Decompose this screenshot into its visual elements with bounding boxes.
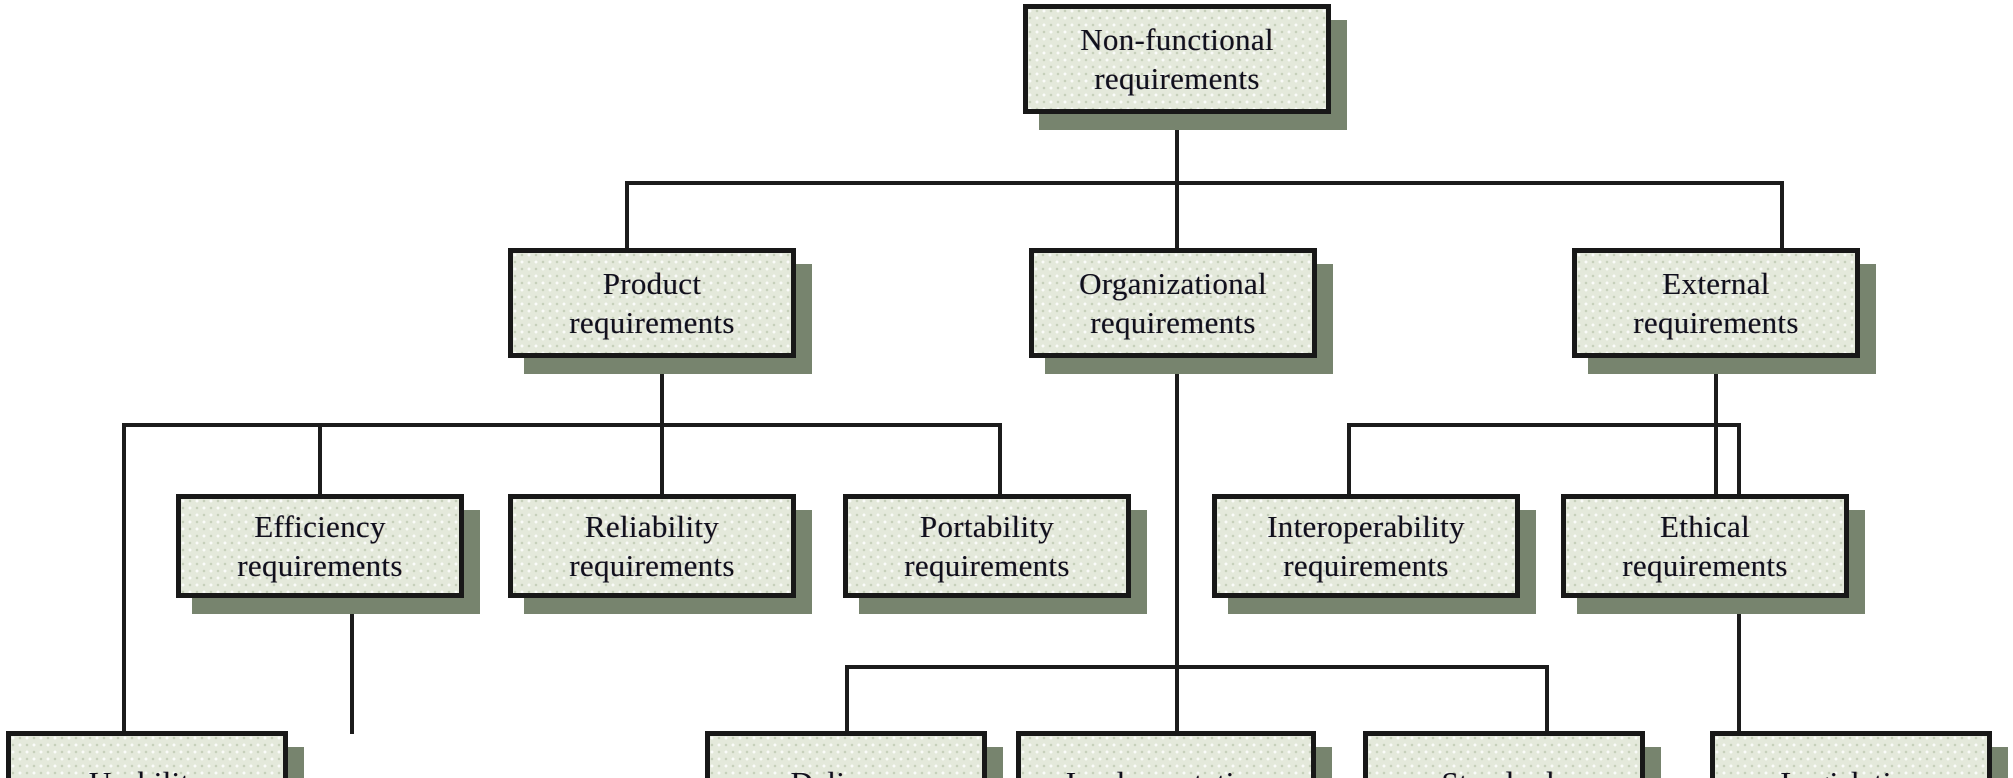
connector-implementation-drop — [1175, 665, 1179, 735]
connector-external-bus — [1347, 423, 1740, 427]
node-label-delivery: Delivery — [791, 763, 902, 778]
node-label-legislative: Legislative — [1780, 763, 1921, 778]
connector-product-bus — [122, 423, 1002, 427]
node-delivery[interactable]: Delivery — [705, 731, 987, 778]
connector-standards-drop — [1545, 665, 1549, 735]
node-label-organizational: Organizational requirements — [1079, 265, 1267, 340]
node-label-root: Non-functional requirements — [1080, 21, 1274, 96]
node-label-ethical: Ethical requirements — [1622, 508, 1788, 583]
node-label-usability: Usability — [89, 763, 205, 778]
node-label-product: Product requirements — [569, 265, 735, 340]
node-label-portability: Portability requirements — [904, 508, 1070, 583]
node-standards[interactable]: Standards — [1363, 731, 1645, 778]
connector-usability-long-drop — [122, 423, 126, 733]
node-efficiency[interactable]: Efficiency requirements — [176, 494, 464, 598]
connector-root-bus — [625, 181, 1780, 185]
node-legislative[interactable]: Legislative — [1710, 731, 1992, 778]
connector-interop-drop — [1347, 423, 1351, 496]
connector-product-drop — [625, 181, 629, 251]
connector-external-stem — [1714, 357, 1718, 425]
node-ethical[interactable]: Ethical requirements — [1561, 494, 1849, 598]
node-label-external: External requirements — [1633, 265, 1799, 340]
connector-efficiency-substem — [350, 597, 354, 734]
node-label-reliability: Reliability requirements — [569, 508, 735, 583]
connector-efficiency-drop — [318, 423, 322, 496]
node-label-efficiency: Efficiency requirements — [237, 508, 403, 583]
connector-organizational-drop — [1175, 181, 1179, 251]
connector-delivery-drop — [845, 665, 849, 735]
connector-external-drop — [1780, 181, 1784, 251]
node-usability[interactable]: Usability — [6, 731, 288, 778]
node-interoperability[interactable]: Interoperability requirements — [1212, 494, 1520, 598]
node-root[interactable]: Non-functional requirements — [1023, 4, 1331, 114]
connector-product-stem — [660, 357, 664, 425]
connector-portability-drop — [998, 423, 1002, 496]
node-portability[interactable]: Portability requirements — [843, 494, 1131, 598]
node-external[interactable]: External requirements — [1572, 248, 1860, 358]
node-product[interactable]: Product requirements — [508, 248, 796, 358]
node-label-implementation: Implementation — [1066, 763, 1266, 778]
connector-org-stem — [1175, 357, 1179, 667]
connector-org-bus — [845, 665, 1545, 669]
node-implementation[interactable]: Implementation — [1016, 731, 1316, 778]
node-reliability[interactable]: Reliability requirements — [508, 494, 796, 598]
node-organizational[interactable]: Organizational requirements — [1029, 248, 1317, 358]
connector-root-stem — [1175, 113, 1179, 183]
node-label-interoperability: Interoperability requirements — [1267, 508, 1465, 583]
node-label-standards: Standards — [1442, 763, 1567, 778]
connector-reliability-drop — [660, 423, 664, 496]
connector-ethical-drop — [1714, 423, 1718, 496]
